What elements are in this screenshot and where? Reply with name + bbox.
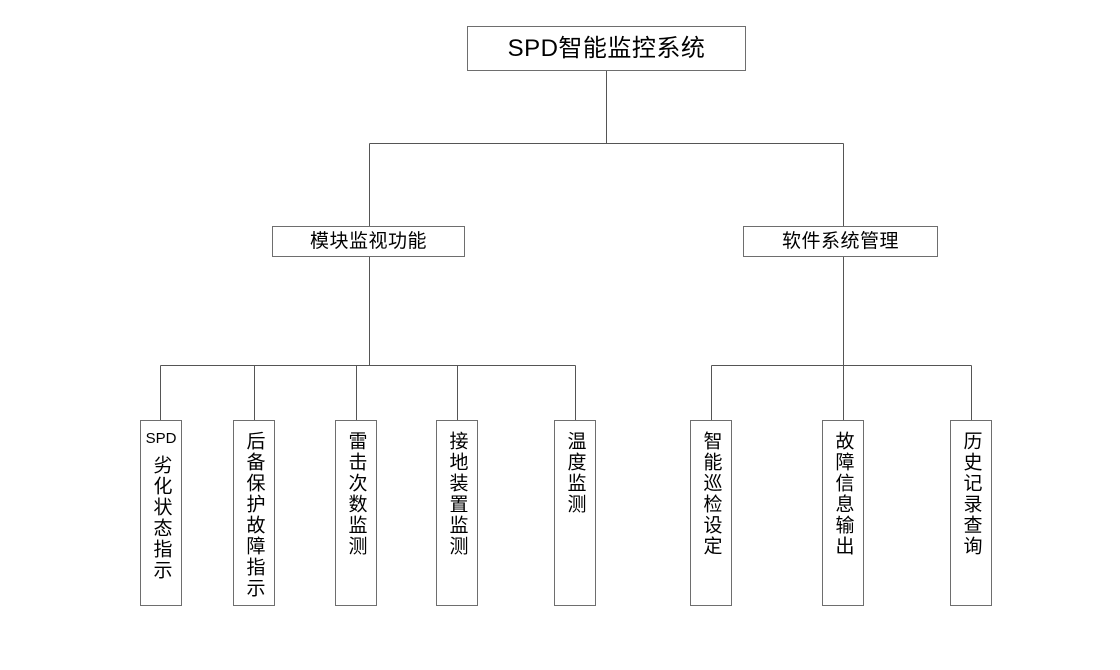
node-leaf-temperature-label: 温度监测 [564,431,586,515]
node-leaf-spd-degradation-latin: SPD [145,430,177,447]
node-leaf-spd-degradation-cjk: 劣化状态指示 [150,454,172,581]
node-leaf-smart-inspection-cjk: 智能巡检设定 [700,431,722,557]
node-branch-module-monitoring[interactable]: 模块监视功能 [272,226,465,257]
node-leaf-backup-protection[interactable]: 后备保护故障指示 [233,420,275,606]
node-leaf-lightning-count[interactable]: 雷击次数监测 [335,420,377,606]
node-leaf-fault-info-output-label: 故障信息输出 [832,431,854,557]
node-leaf-spd-degradation[interactable]: SPD 劣化状态指示 [140,420,182,606]
node-leaf-lightning-count-cjk: 雷击次数监测 [345,431,367,557]
node-leaf-spd-degradation-label: SPD 劣化状态指示 [145,430,177,581]
node-leaf-temperature[interactable]: 温度监测 [554,420,596,606]
node-branch-software-management-label: 软件系统管理 [781,231,899,252]
node-leaf-fault-info-output-cjk: 故障信息输出 [832,431,854,557]
node-branch-software-management[interactable]: 软件系统管理 [743,226,938,257]
node-branch-module-monitoring-label: 模块监视功能 [309,231,427,252]
node-leaf-smart-inspection-label: 智能巡检设定 [700,431,722,557]
node-leaf-smart-inspection[interactable]: 智能巡检设定 [690,420,732,606]
node-leaf-history-query-label: 历史记录查询 [960,431,982,557]
node-leaf-temperature-cjk: 温度监测 [564,431,586,515]
node-leaf-backup-protection-cjk: 后备保护故障指示 [243,431,265,599]
node-root[interactable]: SPD智能监控系统 [467,26,746,71]
node-leaf-backup-protection-label: 后备保护故障指示 [243,431,265,599]
node-leaf-fault-info-output[interactable]: 故障信息输出 [822,420,864,606]
node-root-label: SPD智能监控系统 [507,34,706,62]
node-leaf-grounding-device-cjk: 接地装置监测 [446,431,468,557]
node-leaf-grounding-device-label: 接地装置监测 [446,431,468,557]
node-leaf-lightning-count-label: 雷击次数监测 [345,431,367,557]
node-leaf-history-query-cjk: 历史记录查询 [960,431,982,557]
node-leaf-grounding-device[interactable]: 接地装置监测 [436,420,478,606]
node-leaf-history-query[interactable]: 历史记录查询 [950,420,992,606]
